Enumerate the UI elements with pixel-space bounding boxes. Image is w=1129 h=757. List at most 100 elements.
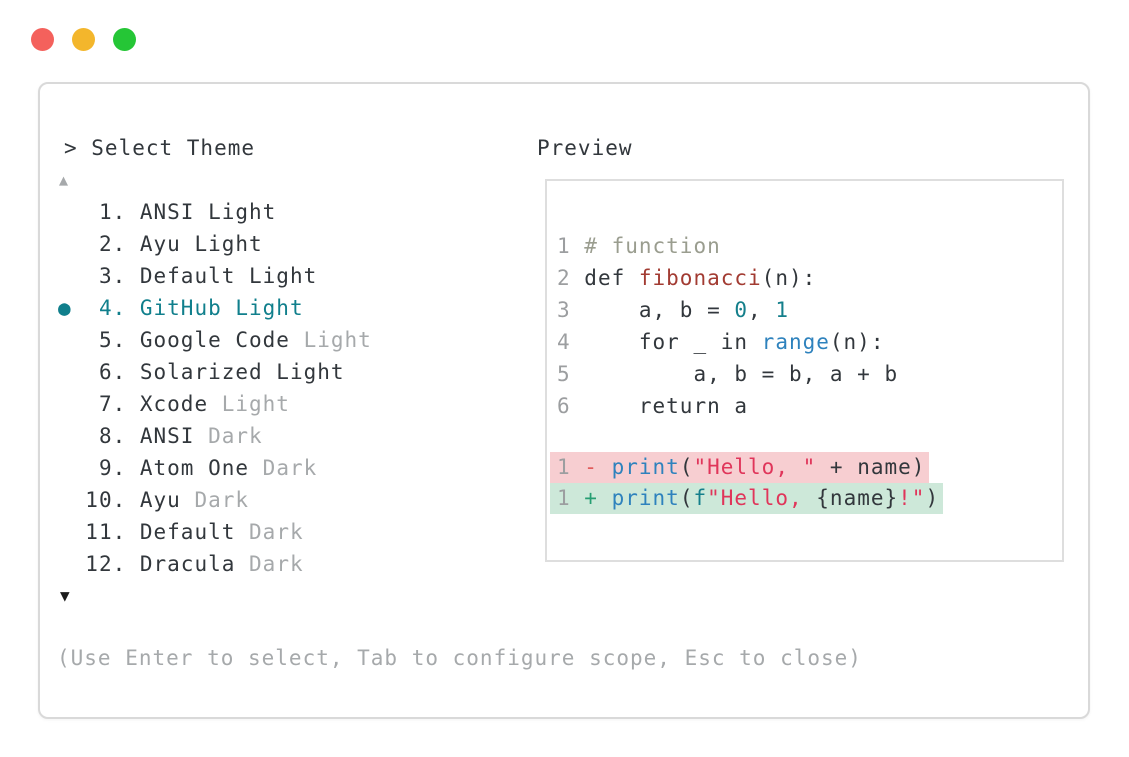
code-token-fg: for _ in — [584, 330, 762, 354]
marker-spacer — [58, 552, 85, 576]
theme-list-item[interactable]: 3. Default Light — [58, 260, 372, 292]
code-token-fg: {name} — [816, 486, 899, 510]
code-token-plus: + — [584, 486, 612, 510]
code-token-func: fibonacci — [638, 266, 762, 290]
code-token-fg: + name) — [816, 455, 926, 479]
scroll-down-icon[interactable]: ▼ — [60, 586, 70, 605]
theme-item-number: 11. — [85, 520, 140, 544]
keyboard-hint: (Use Enter to select, Tab to configure s… — [57, 646, 862, 670]
code-token-string: "Hello, — [707, 486, 817, 510]
theme-list-item[interactable]: 11. Default Dark — [58, 516, 372, 548]
theme-list-item[interactable]: 8. ANSI Dark — [58, 420, 372, 452]
marker-spacer — [58, 520, 85, 544]
line-number: 1 — [557, 234, 585, 258]
theme-item-variant: Dark — [235, 552, 304, 576]
select-theme-prompt: > Select Theme — [64, 136, 256, 160]
marker-spacer — [58, 456, 85, 480]
theme-item-variant: Dark — [235, 520, 304, 544]
code-line: 2 def fibonacci(n): — [557, 262, 1062, 294]
code-token-string: !" — [898, 486, 926, 510]
theme-list: 1. ANSI Light 2. Ayu Light 3. Default Li… — [58, 196, 372, 580]
theme-list-item[interactable]: 7. Xcode Light — [58, 388, 372, 420]
marker-spacer — [58, 392, 85, 416]
theme-item-number: 3. — [85, 264, 140, 288]
line-number: 3 — [557, 298, 585, 322]
theme-item-variant: Light — [208, 392, 290, 416]
line-number: 5 — [557, 362, 585, 386]
code-token-fg: def — [584, 266, 639, 290]
theme-item-label: Default Light — [139, 264, 318, 288]
zoom-button-icon[interactable] — [113, 28, 136, 51]
theme-item-label: Xcode — [139, 392, 209, 416]
theme-item-variant: Dark — [180, 488, 250, 512]
code-token-numeric: 1 — [775, 298, 789, 322]
line-number: 6 — [557, 394, 585, 418]
diff-line-removed: 1 - print("Hello, " + name) — [550, 452, 930, 483]
code-token-fg: (n): — [761, 266, 817, 290]
code-token-comment: # function — [584, 234, 721, 258]
theme-item-label: Dracula — [139, 552, 236, 576]
theme-item-number: 9. — [85, 456, 140, 480]
theme-item-variant: Light — [289, 328, 372, 352]
line-number: 1 — [557, 455, 585, 479]
theme-item-label: Google Code — [139, 328, 290, 352]
code-line: 3 a, b = 0, 1 — [557, 294, 1062, 326]
preview-title: Preview — [537, 136, 633, 160]
theme-item-variant: Dark — [249, 456, 318, 480]
code-token-fg: return a — [584, 394, 749, 418]
theme-list-item[interactable]: 6. Solarized Light — [58, 356, 372, 388]
marker-spacer — [58, 488, 85, 512]
code-line: 4 for _ in range(n): — [557, 326, 1062, 358]
theme-item-label: Ayu Light — [139, 232, 263, 256]
window-controls — [31, 28, 136, 51]
theme-list-item[interactable]: 10. Ayu Dark — [58, 484, 372, 516]
marker-spacer — [58, 424, 85, 448]
theme-list-item[interactable]: 12. Dracula Dark — [58, 548, 372, 580]
code-line: 5 a, b = b, a + b — [557, 358, 1062, 390]
marker-spacer — [58, 360, 85, 384]
close-button-icon[interactable] — [31, 28, 54, 51]
code-token-builtin: print — [611, 486, 680, 510]
code-token-fg: ) — [925, 486, 940, 510]
code-line: 1 # function — [557, 230, 1062, 262]
theme-item-label: Default — [139, 520, 236, 544]
theme-item-label: GitHub Light — [139, 296, 304, 320]
code-token-numeric: f — [693, 486, 708, 510]
theme-list-item[interactable]: 9. Atom One Dark — [58, 452, 372, 484]
theme-selector-dialog: > Select Theme ▲ 1. ANSI Light 2. Ayu Li… — [38, 82, 1090, 719]
theme-item-number: 12. — [85, 552, 140, 576]
scroll-up-icon[interactable]: ▲ — [59, 171, 69, 189]
line-number: 2 — [557, 266, 585, 290]
theme-list-item[interactable]: ● 4. GitHub Light — [58, 292, 372, 324]
theme-item-number: 4. — [85, 296, 140, 320]
code-token-fg: (n): — [829, 330, 885, 354]
theme-item-number: 1. — [85, 200, 140, 224]
code-token-numeric: 0 — [734, 298, 749, 322]
theme-item-variant: Dark — [194, 424, 263, 448]
code-token-string: "Hello, " — [693, 455, 817, 479]
marker-spacer — [58, 200, 85, 224]
code-token-fg: a, b = — [584, 298, 735, 322]
diff-line-added: 1 + print(f"Hello, {name}!") — [550, 483, 944, 514]
theme-item-label: ANSI Light — [139, 200, 277, 224]
theme-item-number: 8. — [85, 424, 140, 448]
marker-spacer — [58, 328, 85, 352]
code-line: 6 return a — [557, 390, 1062, 422]
code-token-fg: a, b = b, a + b — [584, 362, 899, 386]
line-number: 4 — [557, 330, 585, 354]
theme-item-label: Atom One — [139, 456, 250, 480]
theme-item-label: ANSI — [139, 424, 195, 448]
code-token-fg: , — [748, 298, 776, 322]
theme-list-item[interactable]: 2. Ayu Light — [58, 228, 372, 260]
theme-list-item[interactable]: 5. Google Code Light — [58, 324, 372, 356]
code-token-fg: ( — [679, 486, 694, 510]
theme-item-number: 5. — [85, 328, 140, 352]
theme-list-item[interactable]: 1. ANSI Light — [58, 196, 372, 228]
theme-item-label: Ayu — [139, 488, 181, 512]
line-number: 1 — [557, 486, 585, 510]
minimize-button-icon[interactable] — [72, 28, 95, 51]
theme-item-number: 10. — [85, 488, 140, 512]
